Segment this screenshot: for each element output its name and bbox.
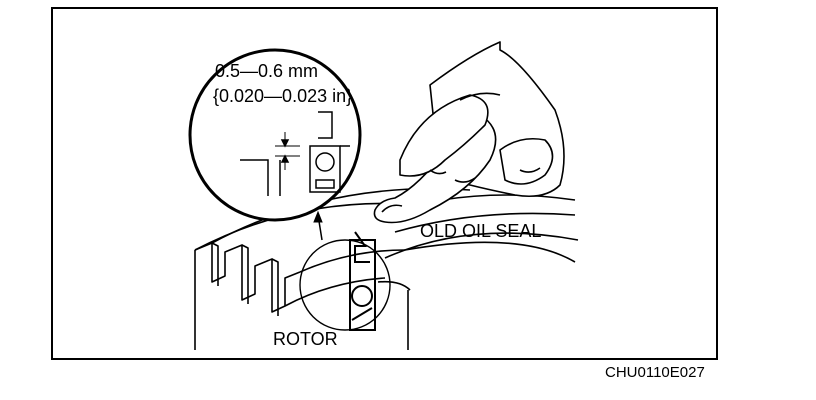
figure-code: CHU0110E027 bbox=[605, 364, 705, 381]
diagram-frame bbox=[51, 7, 718, 360]
hand-illustration bbox=[373, 41, 565, 224]
dimension-mm-text: 0.5—0.6 mm bbox=[215, 61, 318, 81]
detail-focus-circle bbox=[299, 239, 391, 331]
old-oil-seal-label: OLD OIL SEAL bbox=[420, 221, 541, 241]
oil-seal-profile bbox=[349, 231, 376, 331]
callout-arrow bbox=[313, 210, 323, 241]
callout-detail bbox=[240, 111, 350, 196]
rotor-label: ROTOR bbox=[273, 329, 338, 349]
dimension-inch-text: {0.020—0.023 in} bbox=[213, 86, 352, 106]
magnified-callout-circle bbox=[188, 48, 362, 222]
seal-spring bbox=[351, 285, 373, 307]
